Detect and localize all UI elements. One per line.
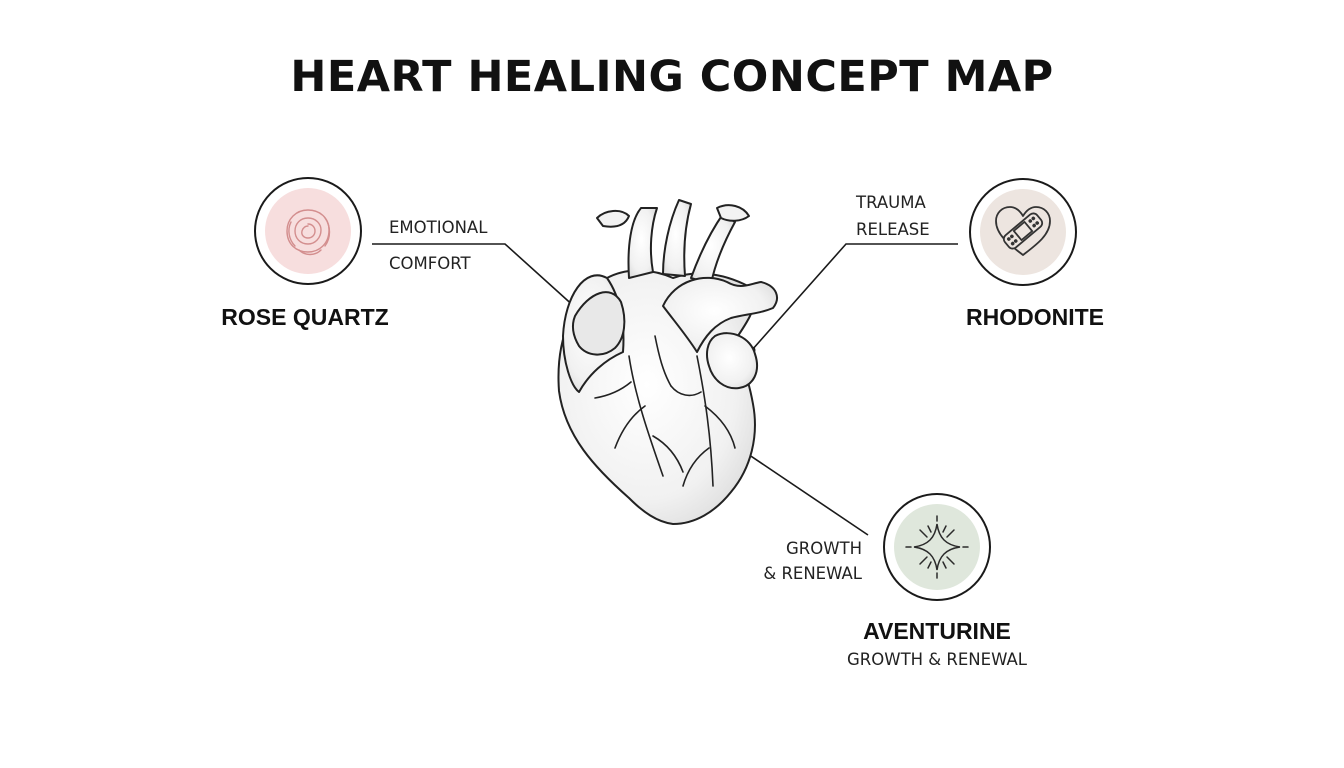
anatomical-heart-icon: [545, 186, 805, 536]
connector-label-line: RELEASE: [856, 220, 930, 239]
rose-quartz-connector-label: EMOTIONAL COMFORT: [389, 216, 487, 276]
connector-label-line: EMOTIONAL: [389, 218, 488, 237]
rose-quartz-name: ROSE QUARTZ: [221, 304, 389, 330]
page-title: HEART HEALING CONCEPT MAP: [290, 52, 1054, 102]
connector-label-line: GROWTH: [785, 539, 862, 558]
sparkle-star-icon: [894, 504, 980, 590]
rhodonite-node: [969, 178, 1077, 286]
aventurine-node: [883, 493, 991, 601]
rhodonite-name: RHODONITE: [966, 304, 1104, 330]
rhodonite-swatch: [980, 189, 1066, 275]
aventurine-connector-label: GROWTH & RENEWAL: [752, 537, 862, 586]
aventurine-subtitle: GROWTH & RENEWAL: [847, 650, 1027, 669]
aventurine-name: AVENTURINE: [863, 618, 1011, 644]
connector-label-line: TRAUMA: [856, 193, 926, 212]
rose-quartz-node: [254, 177, 362, 285]
rose-quartz-swatch: [265, 188, 351, 274]
connector-label-line: & RENEWAL: [763, 564, 862, 583]
connector-label-line: COMFORT: [389, 254, 471, 273]
rhodonite-connector-label: TRAUMA RELEASE: [856, 191, 930, 242]
aventurine-swatch: [894, 504, 980, 590]
rose-icon: [265, 188, 351, 274]
bandaged-heart-icon: [980, 189, 1066, 275]
